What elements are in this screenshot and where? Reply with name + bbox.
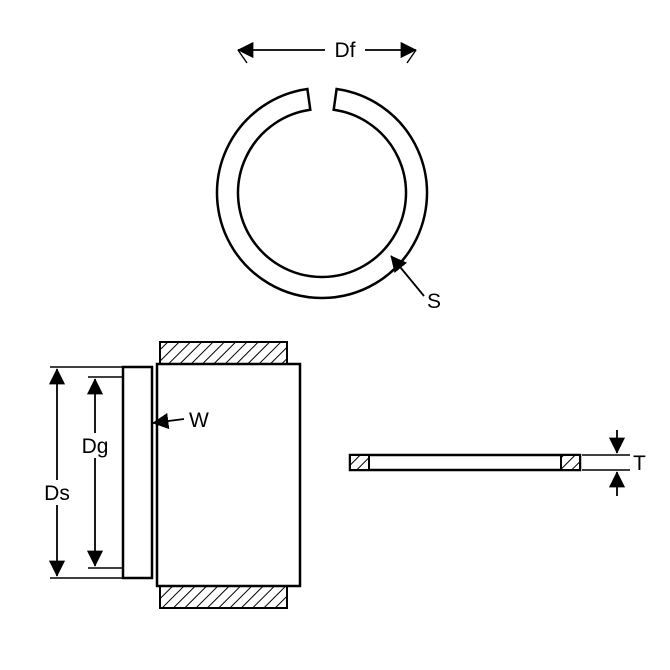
shaft-body (155, 362, 302, 588)
ring-cross-section-view: T (348, 430, 646, 496)
ring-side-profile (121, 365, 154, 580)
ring-section-bar (348, 453, 582, 472)
snap-ring-shape (215, 87, 429, 300)
housing-wall-bottom (159, 585, 288, 609)
ds-dimension: Ds (44, 366, 123, 579)
thickness-label: T (633, 452, 646, 475)
w-callout: W (152, 409, 209, 432)
ring-front-view: Df S (215, 39, 441, 313)
free-diameter-label: Df (335, 39, 356, 62)
df-extension-right (406, 49, 417, 64)
s-leader-arrow (390, 255, 425, 297)
groove-diameter-label: Dg (82, 435, 109, 458)
shaft-diameter-label: Ds (44, 482, 70, 505)
housing-wall-top (159, 341, 288, 365)
s-callout: S (390, 255, 441, 313)
shaft-side-view: Ds Dg W (44, 341, 302, 609)
t-dimension: T (582, 430, 646, 496)
ring-section-cut-right (560, 454, 581, 471)
section-label: S (427, 290, 441, 313)
dg-dimension: Dg (82, 376, 123, 569)
df-extension-left (237, 49, 248, 64)
ring-section-cut-left (349, 454, 370, 471)
df-dimension: Df (237, 39, 417, 64)
width-label: W (189, 409, 209, 432)
w-leader-arrow (152, 412, 185, 430)
